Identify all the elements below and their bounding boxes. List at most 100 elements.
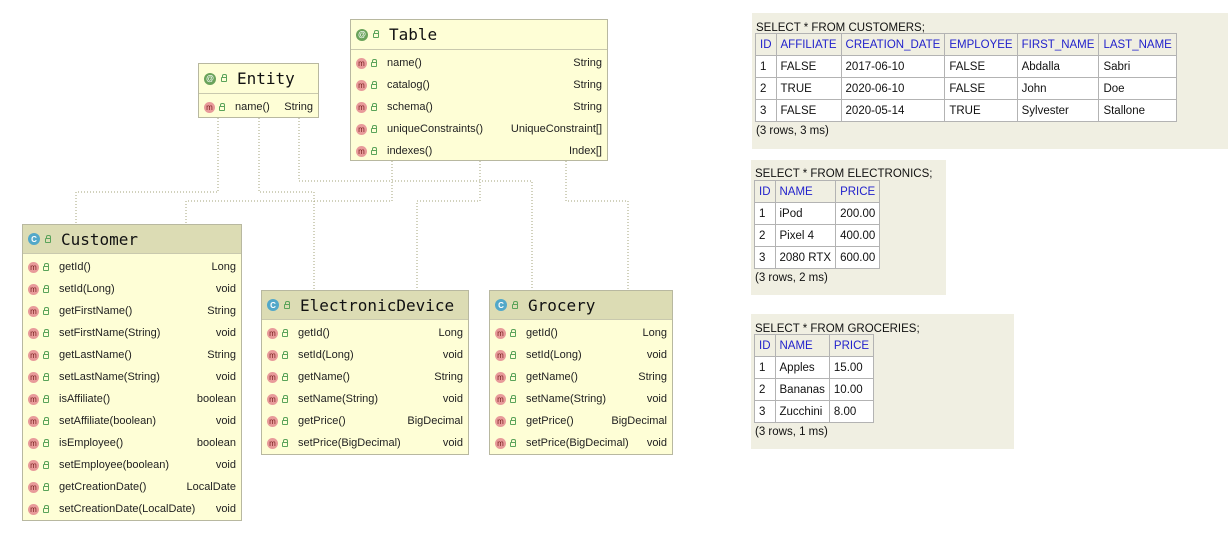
- table-cell[interactable]: FALSE: [775, 99, 842, 122]
- table-cell[interactable]: 2020-05-14: [840, 99, 946, 122]
- table-cell[interactable]: 10.00: [828, 378, 875, 401]
- table-cell[interactable]: 3: [755, 99, 777, 122]
- table-cell[interactable]: 2020-06-10: [840, 77, 946, 100]
- table-cell[interactable]: TRUE: [944, 99, 1018, 122]
- table-cell[interactable]: FALSE: [775, 55, 842, 78]
- column-header[interactable]: ID: [754, 334, 776, 357]
- table-cell[interactable]: 200.00: [835, 202, 881, 225]
- public-lock-icon: [43, 394, 49, 403]
- table-cell[interactable]: 3: [754, 400, 776, 423]
- table-cell[interactable]: Sabri: [1098, 55, 1177, 78]
- return-type: void: [215, 415, 236, 427]
- method-name: setId(Long): [59, 283, 115, 295]
- return-type: void: [646, 393, 667, 405]
- return-type: String: [573, 79, 602, 91]
- query-text: SELECT * FROM GROCERIES;: [755, 323, 920, 335]
- table-cell[interactable]: Bananas: [774, 378, 830, 401]
- column-header[interactable]: NAME: [774, 180, 837, 203]
- column-header[interactable]: ID: [755, 33, 777, 56]
- public-lock-icon: [371, 80, 377, 89]
- table-cell[interactable]: 15.00: [828, 356, 875, 379]
- table-cell[interactable]: 8.00: [828, 400, 875, 423]
- column-header[interactable]: PRICE: [828, 334, 875, 357]
- table-cell[interactable]: FALSE: [944, 77, 1018, 100]
- table-cell[interactable]: iPod: [774, 202, 837, 225]
- table-cell[interactable]: 2017-06-10: [840, 55, 946, 78]
- table-cell[interactable]: Stallone: [1098, 99, 1177, 122]
- column-header[interactable]: NAME: [774, 334, 830, 357]
- table-cell[interactable]: 2: [754, 378, 776, 401]
- table-cell[interactable]: Doe: [1098, 77, 1177, 100]
- table-cell[interactable]: 1: [754, 202, 776, 225]
- table-cell[interactable]: FALSE: [944, 55, 1018, 78]
- method-name: isEmployee(): [59, 437, 124, 449]
- public-lock-icon: [221, 74, 227, 82]
- public-lock-icon: [43, 438, 49, 447]
- table-cell[interactable]: Sylvester: [1016, 99, 1100, 122]
- column-header[interactable]: PRICE: [835, 180, 881, 203]
- return-type: void: [442, 349, 463, 361]
- column-header[interactable]: EMPLOYEE: [944, 33, 1018, 56]
- table-cell[interactable]: 1: [755, 55, 777, 78]
- column-header[interactable]: LAST_NAME: [1098, 33, 1177, 56]
- public-lock-icon: [43, 504, 49, 513]
- public-lock-icon: [43, 482, 49, 491]
- column-header[interactable]: AFFILIATE: [775, 33, 842, 56]
- return-type: boolean: [196, 393, 236, 405]
- column-header[interactable]: FIRST_NAME: [1016, 33, 1100, 56]
- table-cell[interactable]: 1: [754, 356, 776, 379]
- table-cell[interactable]: TRUE: [775, 77, 842, 100]
- table-cell[interactable]: Apples: [774, 356, 830, 379]
- column-header[interactable]: ID: [754, 180, 776, 203]
- table-cell[interactable]: 2: [754, 224, 776, 247]
- table-cell[interactable]: 400.00: [835, 224, 881, 247]
- table-cell[interactable]: 2080 RTX: [774, 246, 837, 269]
- table-cell[interactable]: Pixel 4: [774, 224, 837, 247]
- public-lock-icon: [282, 350, 288, 359]
- column-header[interactable]: CREATION_DATE: [840, 33, 946, 56]
- table-cell[interactable]: 3: [754, 246, 776, 269]
- method-name: setCreationDate(LocalDate): [59, 503, 196, 515]
- table-cell[interactable]: Zucchini: [774, 400, 830, 423]
- table-cell[interactable]: Abdalla: [1016, 55, 1100, 78]
- table-cell[interactable]: 2: [755, 77, 777, 100]
- table-cell[interactable]: John: [1016, 77, 1100, 100]
- table-cell[interactable]: 600.00: [835, 246, 881, 269]
